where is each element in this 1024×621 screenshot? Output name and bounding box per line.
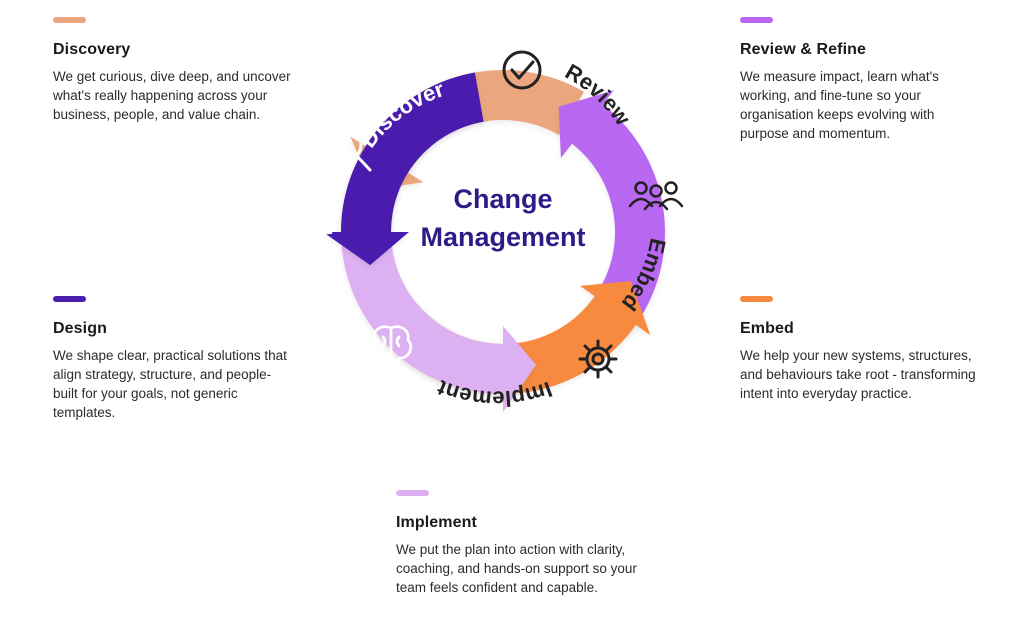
discovery-description: We get curious, dive deep, and uncover w… xyxy=(53,69,291,122)
change-cycle-diagram: Discover Review Embed Implement Design xyxy=(311,50,684,412)
embed-description: We help your new systems, structures, an… xyxy=(740,348,976,401)
discovery-title: Discovery xyxy=(53,41,131,58)
discovery-block: Discovery We get curious, dive deep, and… xyxy=(53,17,293,124)
implement-description: We put the plan into action with clarity… xyxy=(396,542,637,595)
search-icon xyxy=(331,129,372,172)
gear-icon xyxy=(578,339,618,379)
center-title-line1: Change xyxy=(453,184,552,214)
people-icon xyxy=(628,181,684,211)
embed-block: Embed We help your new systems, structur… xyxy=(740,296,980,403)
check-circle-icon xyxy=(502,50,542,90)
review-color-bar xyxy=(740,17,773,23)
implement-title: Implement xyxy=(396,514,477,531)
design-color-bar xyxy=(53,296,86,302)
center-title-line2: Management xyxy=(420,222,585,252)
review-description: We measure impact, learn what's working,… xyxy=(740,69,939,141)
implement-color-bar xyxy=(396,490,429,496)
segment-arrow-review xyxy=(558,90,665,337)
design-title: Design xyxy=(53,320,107,337)
design-description: We shape clear, practical solutions that… xyxy=(53,348,287,420)
segment-arrow-design xyxy=(323,72,484,266)
brain-icon xyxy=(369,325,413,364)
review-title: Review & Refine xyxy=(740,41,866,58)
review-block: Review & Refine We measure impact, learn… xyxy=(740,17,980,143)
embed-color-bar xyxy=(740,296,773,302)
discovery-color-bar xyxy=(53,17,86,23)
cycle-segments xyxy=(323,70,665,412)
design-block: Design We shape clear, practical solutio… xyxy=(53,296,298,422)
embed-title: Embed xyxy=(740,320,794,337)
implement-block: Implement We put the plan into action wi… xyxy=(396,490,656,597)
